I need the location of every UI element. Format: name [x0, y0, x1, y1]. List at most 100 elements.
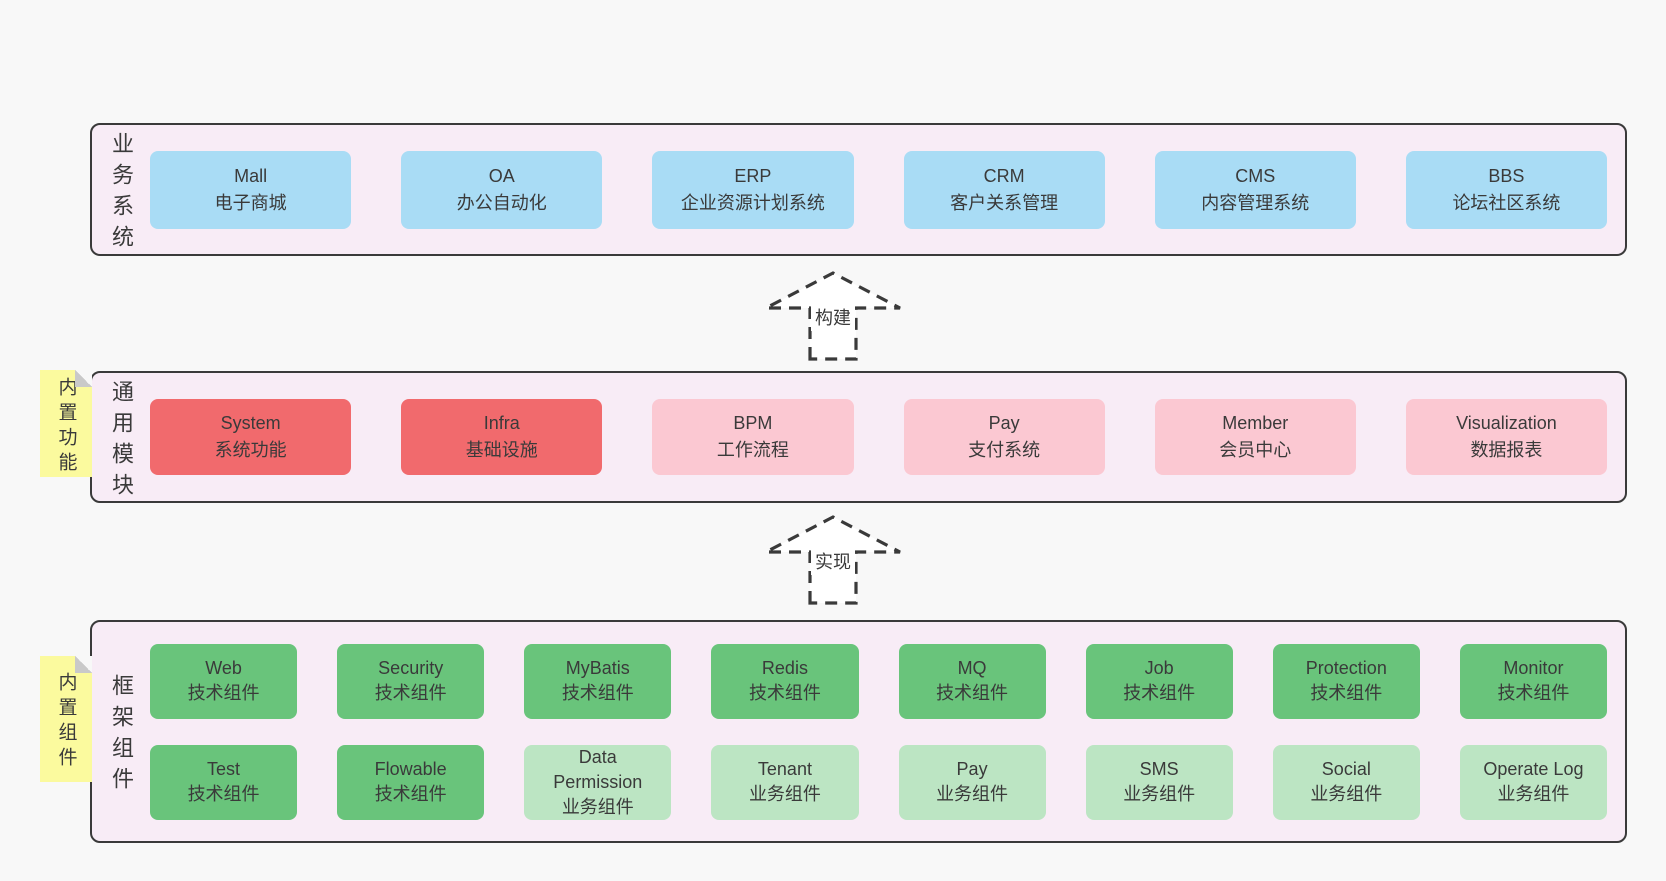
box-subtitle: 内容管理系统 [1201, 192, 1310, 213]
box-title: CRM [983, 165, 1025, 186]
box-data-permission: Data Permission 业务组件 [524, 744, 672, 820]
box-mybatis: MyBatis 技术组件 [524, 643, 672, 719]
box-bpm: BPM 工作流程 [652, 399, 854, 475]
box-visualization: Visualization 数据报表 [1405, 399, 1608, 475]
box-mall: Mall 电子商城 [150, 150, 352, 229]
box-subtitle: 客户关系管理 [950, 192, 1059, 213]
box-subtitle: 支付系统 [968, 440, 1041, 460]
box-title: Mall [234, 165, 268, 186]
band-box-rows: Web 技术组件 Security 技术组件 MyBatis 技术组件 Redi… [150, 622, 1625, 841]
component-row-1: Web 技术组件 Security 技术组件 MyBatis 技术组件 Redi… [150, 643, 1607, 719]
box-web: Web 技术组件 [150, 643, 298, 719]
box-social: Social 业务组件 [1272, 744, 1420, 820]
box-title: Pay [956, 759, 988, 779]
box-subtitle: 业务组件 [561, 796, 634, 817]
box-subtitle: 技术组件 [374, 784, 447, 804]
band-label-column: 通用模块 [92, 373, 150, 504]
sticky-label-builtin-features: 内置功能 [55, 376, 77, 477]
box-system: System 系统功能 [150, 399, 352, 475]
box-bbs: BBS 论坛社区系统 [1405, 150, 1608, 229]
box-title: Monitor [1503, 658, 1564, 678]
box-title: Web [205, 658, 242, 678]
box-erp: ERP 企业资源计划系统 [652, 150, 854, 229]
arrow-label-implement: 实现 [811, 547, 855, 575]
band-business-systems: 业务系统 Mall 电子商城 OA 办公自动化 ERP 企业资源计划系统 CRM… [90, 123, 1627, 256]
box-subtitle: 基础设施 [465, 440, 538, 460]
up-arrow-build: 构建 [757, 266, 909, 362]
component-row-2: Test 技术组件 Flowable 技术组件 Data Permission … [150, 744, 1607, 820]
box-subtitle: 技术组件 [748, 683, 821, 703]
band-common-modules: 内置功能 通用模块 System 系统功能 Infra 基础设施 BPM 工作流… [40, 370, 1627, 504]
box-title: ERP [734, 165, 772, 186]
box-infra: Infra 基础设施 [401, 399, 603, 475]
box-title: Flowable [374, 759, 447, 779]
box-title: MQ [957, 658, 987, 678]
box-member: Member 会员中心 [1154, 399, 1356, 475]
box-subtitle: 技术组件 [936, 683, 1009, 703]
band-label-column: 框架组件 [92, 622, 150, 841]
band-boxes: Mall 电子商城 OA 办公自动化 ERP 企业资源计划系统 CRM 客户关系… [150, 125, 1625, 254]
box-subtitle: 办公自动化 [456, 192, 547, 213]
box-subtitle: 技术组件 [187, 683, 260, 703]
box-subtitle: 技术组件 [1497, 683, 1570, 703]
folded-corner-icon [75, 370, 92, 387]
band-label-business-systems: 业务系统 [109, 132, 134, 256]
box-subtitle: 企业资源计划系统 [680, 192, 825, 213]
box-mq: MQ 技术组件 [898, 643, 1046, 719]
box-oa: OA 办公自动化 [401, 150, 603, 229]
box-title: OA [488, 165, 515, 186]
box-test: Test 技术组件 [150, 744, 298, 820]
sticky-label-builtin-components: 内置组件 [55, 672, 77, 772]
box-title: Social [1321, 759, 1371, 779]
box-title: Protection [1305, 658, 1387, 678]
arrow-label-build: 构建 [811, 303, 855, 331]
box-title: Infra [483, 413, 520, 433]
box-pay: Pay 支付系统 [903, 399, 1105, 475]
box-title: MyBatis [565, 658, 630, 678]
box-title: System [220, 413, 281, 433]
box-title: Test [207, 759, 241, 779]
box-flowable: Flowable 技术组件 [337, 744, 485, 820]
box-title: BBS [1488, 165, 1525, 186]
box-title: Job [1144, 658, 1174, 678]
box-title: CMS [1235, 165, 1276, 186]
box-job: Job 技术组件 [1085, 643, 1233, 719]
sticky-note-builtin-components: 内置组件 [40, 656, 92, 782]
box-operate-log: Operate Log 业务组件 [1459, 744, 1607, 820]
band-boxes: System 系统功能 Infra 基础设施 BPM 工作流程 Pay 支付系统… [150, 373, 1625, 501]
box-subtitle: 论坛社区系统 [1452, 192, 1561, 213]
box-subtitle: 会员中心 [1219, 440, 1292, 460]
box-subtitle: 业务组件 [748, 784, 821, 804]
folded-corner-icon [75, 656, 92, 673]
band-label-framework-components: 框架组件 [109, 674, 134, 798]
sticky-note-builtin-features: 内置功能 [40, 370, 92, 477]
box-subtitle: 业务组件 [936, 784, 1009, 804]
box-subtitle: 技术组件 [1310, 683, 1383, 703]
box-monitor: Monitor 技术组件 [1459, 643, 1607, 719]
up-arrow-implement: 实现 [757, 510, 909, 606]
box-redis: Redis 技术组件 [711, 643, 859, 719]
box-subtitle: 技术组件 [374, 683, 447, 703]
box-subtitle: 业务组件 [1123, 784, 1196, 804]
box-pay-business: Pay 业务组件 [898, 744, 1046, 820]
band-label-column: 业务系统 [92, 125, 150, 256]
band-framework-components: 内置组件 框架组件 Web 技术组件 Security 技术组件 MyBatis… [40, 620, 1627, 843]
box-subtitle: 技术组件 [561, 683, 634, 703]
box-title: Visualization [1456, 413, 1557, 433]
box-title: Member [1222, 413, 1289, 433]
box-security: Security 技术组件 [337, 643, 485, 719]
box-title: Data Permission [553, 746, 643, 792]
box-subtitle: 电子商城 [214, 192, 287, 213]
box-subtitle: 工作流程 [716, 440, 789, 460]
box-cms: CMS 内容管理系统 [1154, 150, 1356, 229]
box-title: Operate Log [1483, 759, 1584, 779]
box-subtitle: 技术组件 [1123, 683, 1196, 703]
box-subtitle: 技术组件 [187, 784, 260, 804]
box-subtitle: 系统功能 [214, 440, 287, 460]
box-protection: Protection 技术组件 [1272, 643, 1420, 719]
box-title: SMS [1139, 759, 1179, 779]
box-subtitle: 业务组件 [1310, 784, 1383, 804]
box-title: Redis [761, 658, 808, 678]
box-title: Security [378, 658, 444, 678]
